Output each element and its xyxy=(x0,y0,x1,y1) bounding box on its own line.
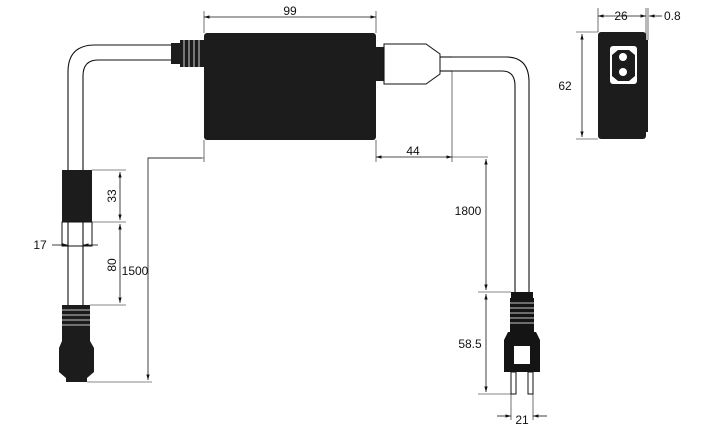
ac-cable xyxy=(452,56,530,292)
dc-plug xyxy=(59,305,94,382)
dim-side-clearance: 0.8 xyxy=(664,9,681,23)
ac-strain-relief xyxy=(376,43,452,85)
dim-ac-plug-length: 58.5 xyxy=(458,337,482,351)
dim-ferrite-length: 33 xyxy=(105,189,119,203)
dc-cable xyxy=(67,44,180,170)
dim-ferrite-width: 17 xyxy=(33,238,47,252)
adapter-body xyxy=(204,33,376,140)
dim-body-length: 99 xyxy=(283,4,297,18)
dimension-lines xyxy=(52,8,662,420)
iec-c8-inlet-icon xyxy=(610,46,637,84)
dc-cable-lower xyxy=(67,246,84,305)
dc-strain-relief xyxy=(171,40,204,67)
ac-plug xyxy=(504,292,540,395)
dim-side-height: 62 xyxy=(558,79,572,93)
dim-dc-cable-length: 1500 xyxy=(122,264,149,278)
dim-ac-cable-length: 1800 xyxy=(455,204,482,218)
ferrite-core xyxy=(61,170,93,247)
dim-ac-plug-width: 21 xyxy=(515,413,529,427)
dim-side-width: 26 xyxy=(614,9,628,23)
dim-dc-plug-offset: 80 xyxy=(105,258,119,272)
dim-ac-offset: 44 xyxy=(406,144,420,158)
adapter-side-view xyxy=(598,32,648,139)
